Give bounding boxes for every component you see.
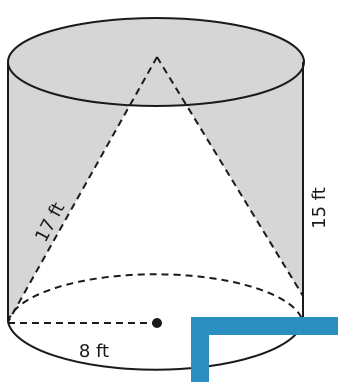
corner-mark	[191, 317, 338, 382]
base-face	[8, 296, 303, 370]
cylinder-top-face	[7, 17, 305, 107]
base-back-arc	[7, 273, 304, 323]
base-front-arc	[7, 321, 304, 371]
base-center-point	[152, 318, 162, 328]
shaded-region	[8, 57, 303, 322]
cone-left-edge	[7, 56, 158, 323]
height-label: 15 ft	[309, 187, 330, 229]
radius-label: 8 ft	[79, 341, 109, 362]
cone-right-edge	[156, 56, 304, 297]
